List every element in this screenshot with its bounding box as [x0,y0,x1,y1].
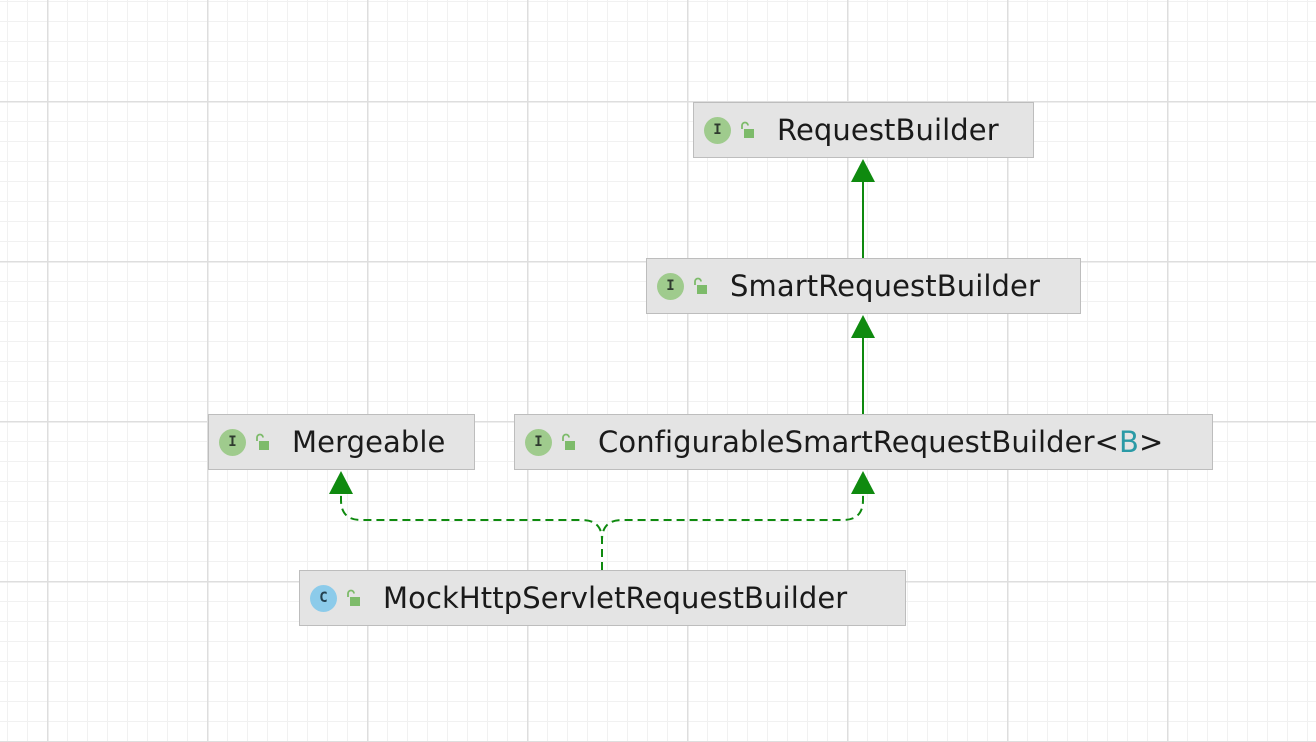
interface-icon: I [525,428,552,456]
interface-icon: I [704,116,731,144]
public-unlocked-icon [741,121,754,138]
edge-mock-implements-mergeable [340,478,603,570]
arrowhead-request-builder [851,159,875,182]
class-icon: C [310,584,337,612]
public-unlocked-icon [562,433,575,450]
node-mergeable[interactable]: I Mergeable [208,414,475,470]
edge-mock-implements-configurable [601,478,864,570]
node-configurable-smart-request-builder[interactable]: I ConfigurableSmartRequestBuilder<B> [514,414,1213,470]
node-label: SmartRequestBuilder [730,269,1040,303]
type-param-open: < [1094,425,1120,459]
node-request-builder[interactable]: I RequestBuilder [693,102,1034,158]
node-mock-http-servlet-request-builder[interactable]: C MockHttpServletRequestBuilder [299,570,906,626]
public-unlocked-icon [347,589,360,606]
node-label: Mergeable [292,425,446,459]
type-param-close: > [1139,425,1164,459]
node-label: MockHttpServletRequestBuilder [383,581,848,615]
arrowhead-configurable [851,471,875,494]
node-label: ConfigurableSmartRequestBuilder<B> [598,425,1163,459]
node-label-name: ConfigurableSmartRequestBuilder [598,425,1095,459]
interface-icon: I [219,428,246,456]
interface-icon: I [657,272,684,300]
arrowhead-smart-request-builder [851,315,875,338]
type-param: B [1119,425,1140,459]
arrowhead-mergeable [329,471,353,494]
node-label: RequestBuilder [777,113,999,147]
public-unlocked-icon [256,433,269,450]
public-unlocked-icon [694,277,707,294]
node-smart-request-builder[interactable]: I SmartRequestBuilder [646,258,1081,314]
